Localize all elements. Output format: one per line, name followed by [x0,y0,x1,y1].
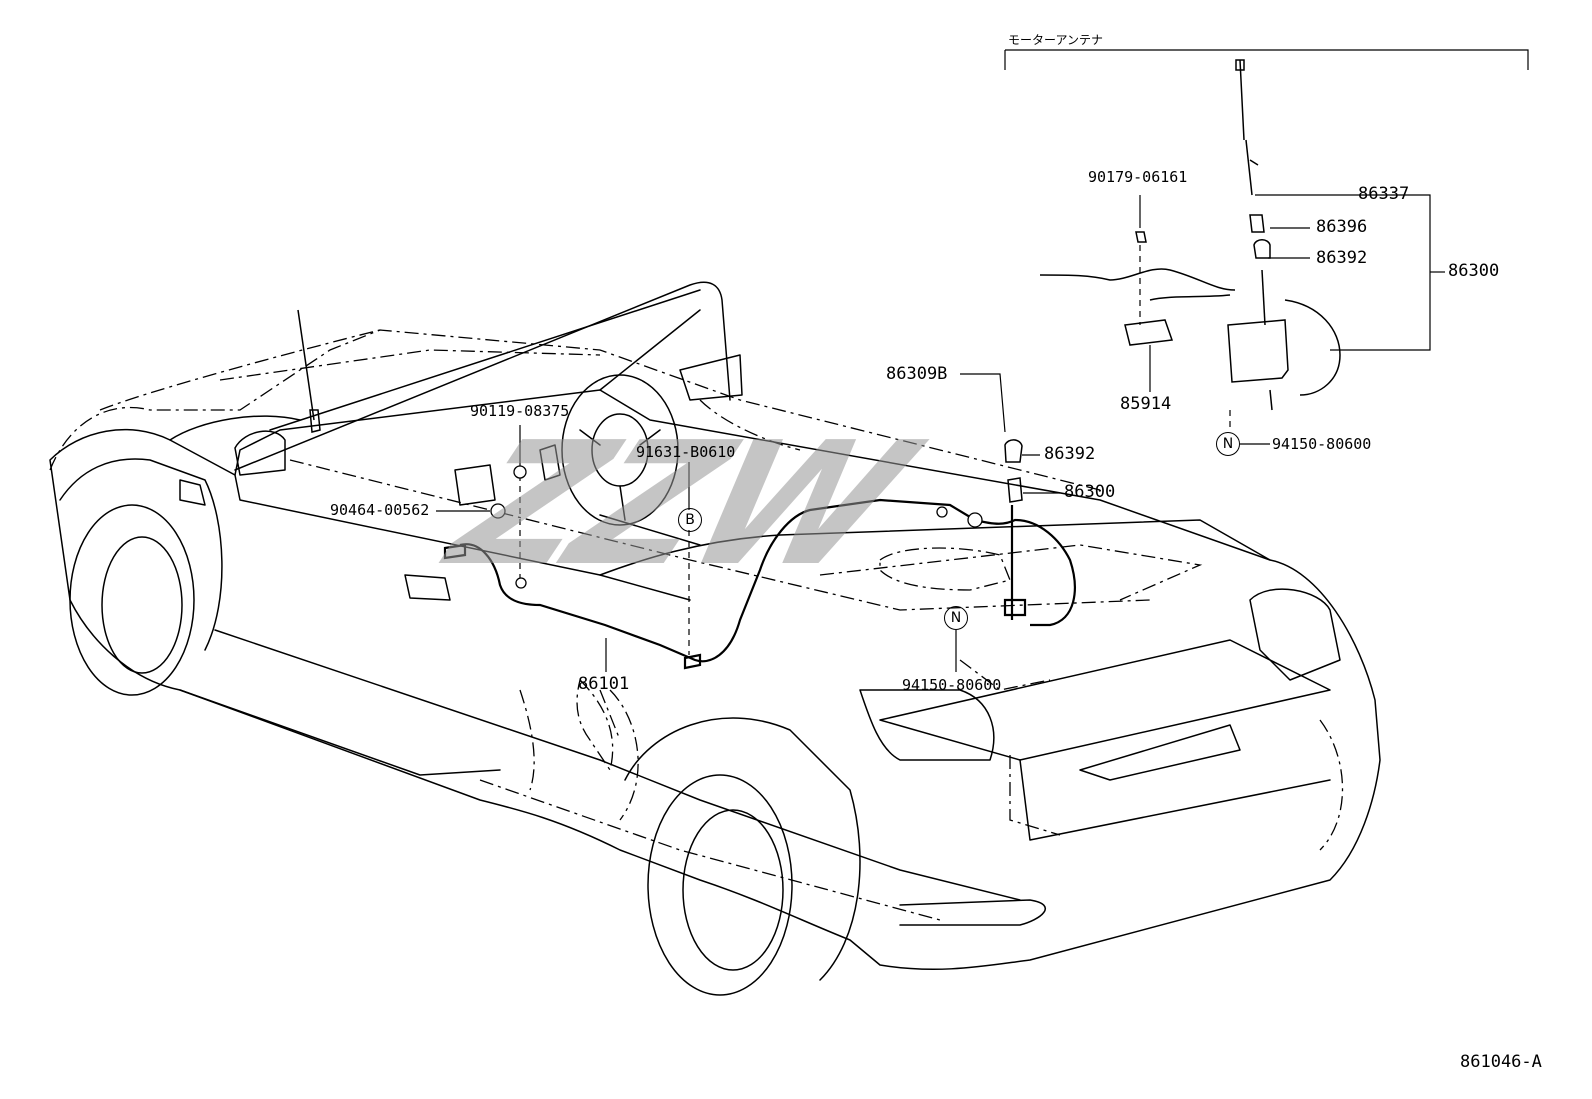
hidden-lines [49,329,1344,921]
fasteners [490,465,983,589]
symbol-n-group: N [1216,432,1240,456]
symbol-b: B [678,508,702,532]
part-label-86300-group[interactable]: 86300 [1448,261,1500,281]
part-label-86392[interactable]: 86392 [1044,444,1096,464]
part-label-86396[interactable]: 86396 [1316,217,1368,237]
figure-code: 861046-A [1460,1052,1542,1072]
roll-bar [234,281,731,471]
rear-wheel [624,717,861,996]
part-label-91631-b0610[interactable]: 91631-B0610 [636,443,736,461]
part-label-86300[interactable]: 86300 [1064,482,1116,502]
part-label-94150-80600[interactable]: 94150-80600 [902,676,1002,694]
motor-antenna-assembly [1039,59,1341,411]
symbol-n-main: N [944,606,968,630]
antenna-cable [443,498,1076,670]
part-label-86309b[interactable]: 86309B [886,364,948,384]
part-label-86337[interactable]: 86337 [1358,184,1410,204]
group-title-motor-antenna: モーターアンテナ [1008,33,1104,47]
front-wheel [59,458,223,696]
part-label-86101[interactable]: 86101 [578,674,630,694]
car-body-outline [49,354,1381,971]
leader-lines [436,49,1529,672]
part-label-85914[interactable]: 85914 [1120,394,1172,414]
antenna-mast-86309b [297,309,1023,503]
part-label-90119-08375[interactable]: 90119-08375 [470,402,570,420]
part-label-94150-80600-group[interactable]: 94150-80600 [1272,435,1372,453]
steering-wheel [561,374,701,546]
dashed-leaders [519,245,1231,655]
part-label-90179-06161[interactable]: 90179-06161 [1088,168,1188,186]
part-label-86392-group[interactable]: 86392 [1316,248,1368,268]
part-label-90464-00562[interactable]: 90464-00562 [330,501,430,519]
